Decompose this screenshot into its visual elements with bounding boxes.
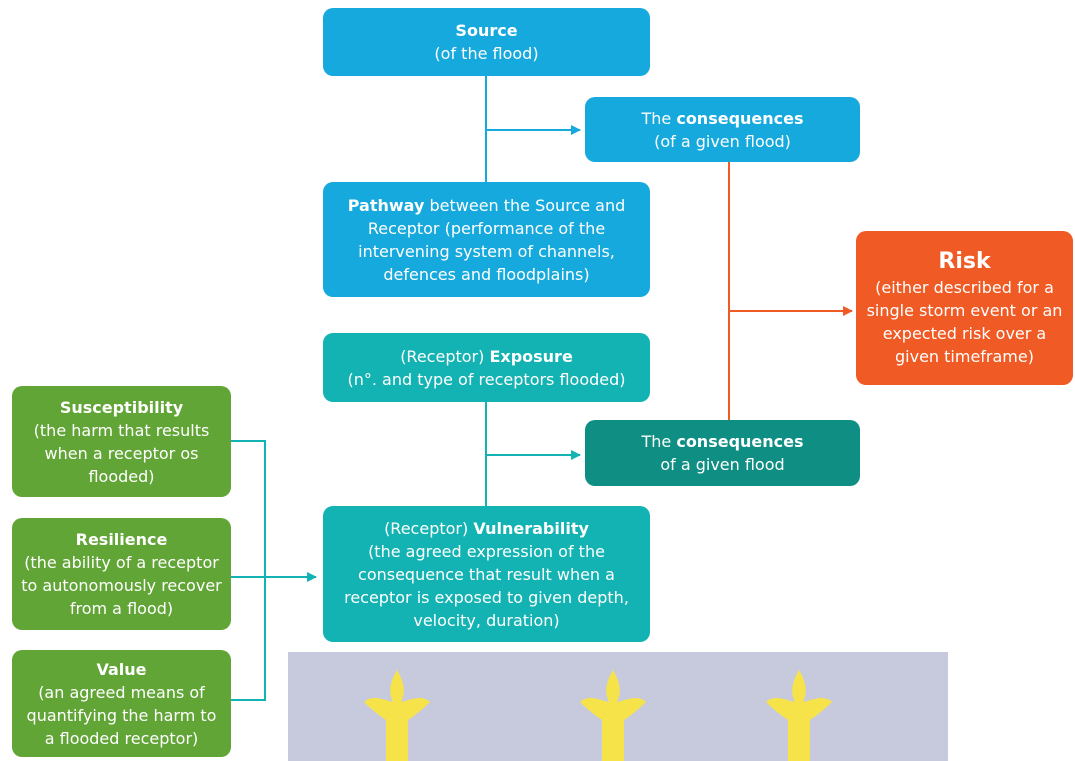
- pathway-line-4: defences and floodplains): [383, 264, 590, 284]
- exposure-prefix: (Receptor): [400, 346, 490, 366]
- susceptibility-line-3: flooded): [88, 466, 155, 486]
- source-subtitle: (of the flood): [434, 44, 539, 63]
- resilience-box: Resilience (the ability of a receptor to…: [12, 518, 231, 630]
- vulnerability-line-1: (the agreed expression of the: [368, 541, 605, 561]
- exposure-keyword: Exposure: [489, 346, 573, 366]
- consequences-top-keyword: consequences: [676, 108, 804, 128]
- exposure-box: (Receptor) Exposure (n°. and type of rec…: [323, 333, 650, 402]
- value-box: Value (an agreed means of quantifying th…: [12, 650, 231, 757]
- vulnerability-line-3: receptor is exposed to given depth,: [344, 587, 629, 607]
- value-line-2: quantifying the harm to: [26, 705, 217, 725]
- factors-bracket: [231, 440, 266, 701]
- value-line-3: a flooded receptor): [44, 728, 199, 748]
- pathway-keyword: Pathway: [347, 195, 425, 215]
- resilience-line-1: (the ability of a receptor: [24, 553, 219, 572]
- source-box: Source (of the flood): [323, 8, 650, 76]
- risk-line-3: expected risk over a: [882, 324, 1047, 343]
- vulnerability-box: (Receptor) Vulnerability (the agreed exp…: [323, 506, 650, 642]
- consequences-bottom-prefix: The: [641, 432, 677, 451]
- resilience-line-2: to autonomously recover: [21, 576, 222, 595]
- pathway-line-3: intervening system of channels,: [358, 241, 615, 261]
- susceptibility-line-1: (the harm that results: [33, 420, 210, 440]
- consequences-bottom-box: The consequences of a given flood: [585, 420, 860, 486]
- consequences-top-prefix: The: [641, 108, 677, 128]
- risk-line-1: (either described for a: [875, 278, 1054, 297]
- vulnerability-line-4: velocity, duration): [413, 610, 560, 630]
- value-line-1: (an agreed means of: [38, 682, 205, 702]
- pathway-line-2: Receptor (performance of the: [367, 218, 606, 238]
- crest-icon: [364, 670, 430, 761]
- susceptibility-box: Susceptibility (the harm that results wh…: [12, 386, 231, 497]
- resilience-line-3: from a flood): [69, 599, 174, 618]
- susceptibility-line-2: when a receptor os: [44, 443, 199, 463]
- consequences-top-box: The consequences (of a given flood): [585, 97, 860, 162]
- value-title: Value: [96, 659, 147, 679]
- consequences-bottom-subtitle: of a given flood: [660, 455, 785, 474]
- risk-line-4: given timeframe): [895, 347, 1034, 366]
- crest-icon: [766, 670, 832, 761]
- risk-line-2: single storm event or an: [866, 301, 1063, 320]
- exposure-subtitle: (n°. and type of receptors flooded): [347, 369, 626, 389]
- pathway-box: Pathway between the Source and Receptor …: [323, 182, 650, 297]
- crest-icon: [580, 670, 646, 761]
- consequences-top-subtitle: (of a given flood): [654, 131, 791, 151]
- consequences-bottom-keyword: consequences: [676, 432, 804, 451]
- resilience-title: Resilience: [75, 530, 168, 549]
- vulnerability-line-2: consequence that result when a: [358, 564, 615, 584]
- pathway-line-1: between the Source and: [424, 195, 626, 215]
- vulnerability-prefix: (Receptor): [384, 518, 474, 538]
- source-title: Source: [455, 21, 518, 40]
- risk-box: Risk (either described for a single stor…: [856, 231, 1073, 385]
- susceptibility-title: Susceptibility: [59, 397, 184, 417]
- risk-title: Risk: [938, 249, 991, 274]
- vulnerability-keyword: Vulnerability: [473, 518, 589, 538]
